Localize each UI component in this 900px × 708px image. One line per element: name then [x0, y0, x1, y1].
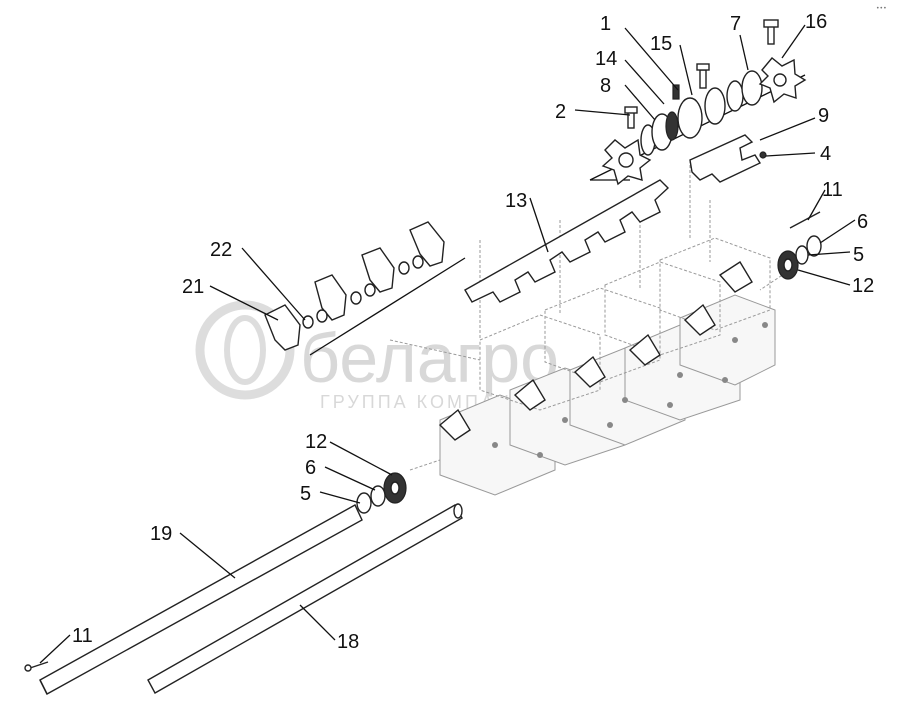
callout-4: 4	[820, 143, 831, 165]
callouts: 1 14 8 2 15 7 16 9 4 13 22 21 11 6 5 12 …	[72, 11, 874, 653]
pin-lower	[24, 661, 49, 672]
callout-21: 21	[182, 276, 204, 298]
right-bearing-stack	[777, 211, 831, 280]
callout-7: 7	[730, 13, 741, 35]
callout-16: 16	[805, 11, 827, 33]
watermark-brand: белагро	[300, 319, 559, 397]
bracket-13	[464, 179, 670, 303]
callout-13: 13	[505, 190, 527, 212]
callout-11-right: 11	[822, 179, 843, 201]
callout-15: 15	[650, 33, 672, 55]
callout-5-left: 5	[300, 483, 311, 505]
shaft-19	[39, 504, 363, 695]
bracket-upper-right	[689, 134, 767, 183]
left-bearing-stack	[356, 472, 407, 514]
callout-2: 2	[555, 101, 566, 123]
shaft-18	[147, 503, 463, 694]
callout-18: 18	[337, 631, 359, 653]
star-wheel-left	[601, 138, 652, 186]
callout-12-left: 12	[305, 431, 327, 453]
top-subassembly	[589, 19, 807, 186]
callout-11-left: 11	[72, 625, 93, 647]
star-wheel-right	[758, 57, 807, 104]
callout-6-left: 6	[305, 457, 316, 479]
finger-assembly	[264, 221, 466, 356]
callout-8: 8	[600, 75, 611, 97]
callout-14: 14	[595, 48, 617, 70]
callout-6-right: 6	[857, 211, 868, 233]
callout-9: 9	[818, 105, 829, 127]
leader-lines	[39, 24, 856, 664]
callout-12-right: 12	[852, 275, 874, 297]
callout-1: 1	[600, 13, 611, 35]
callout-5-right: 5	[853, 244, 864, 266]
housing-assembly	[389, 160, 791, 496]
watermark-logo: белагро ГРУППА КОМПАНИЙ	[195, 300, 559, 412]
callout-19: 19	[150, 523, 172, 545]
corner-mark: •••	[876, 5, 887, 12]
callout-22: 22	[210, 239, 232, 261]
